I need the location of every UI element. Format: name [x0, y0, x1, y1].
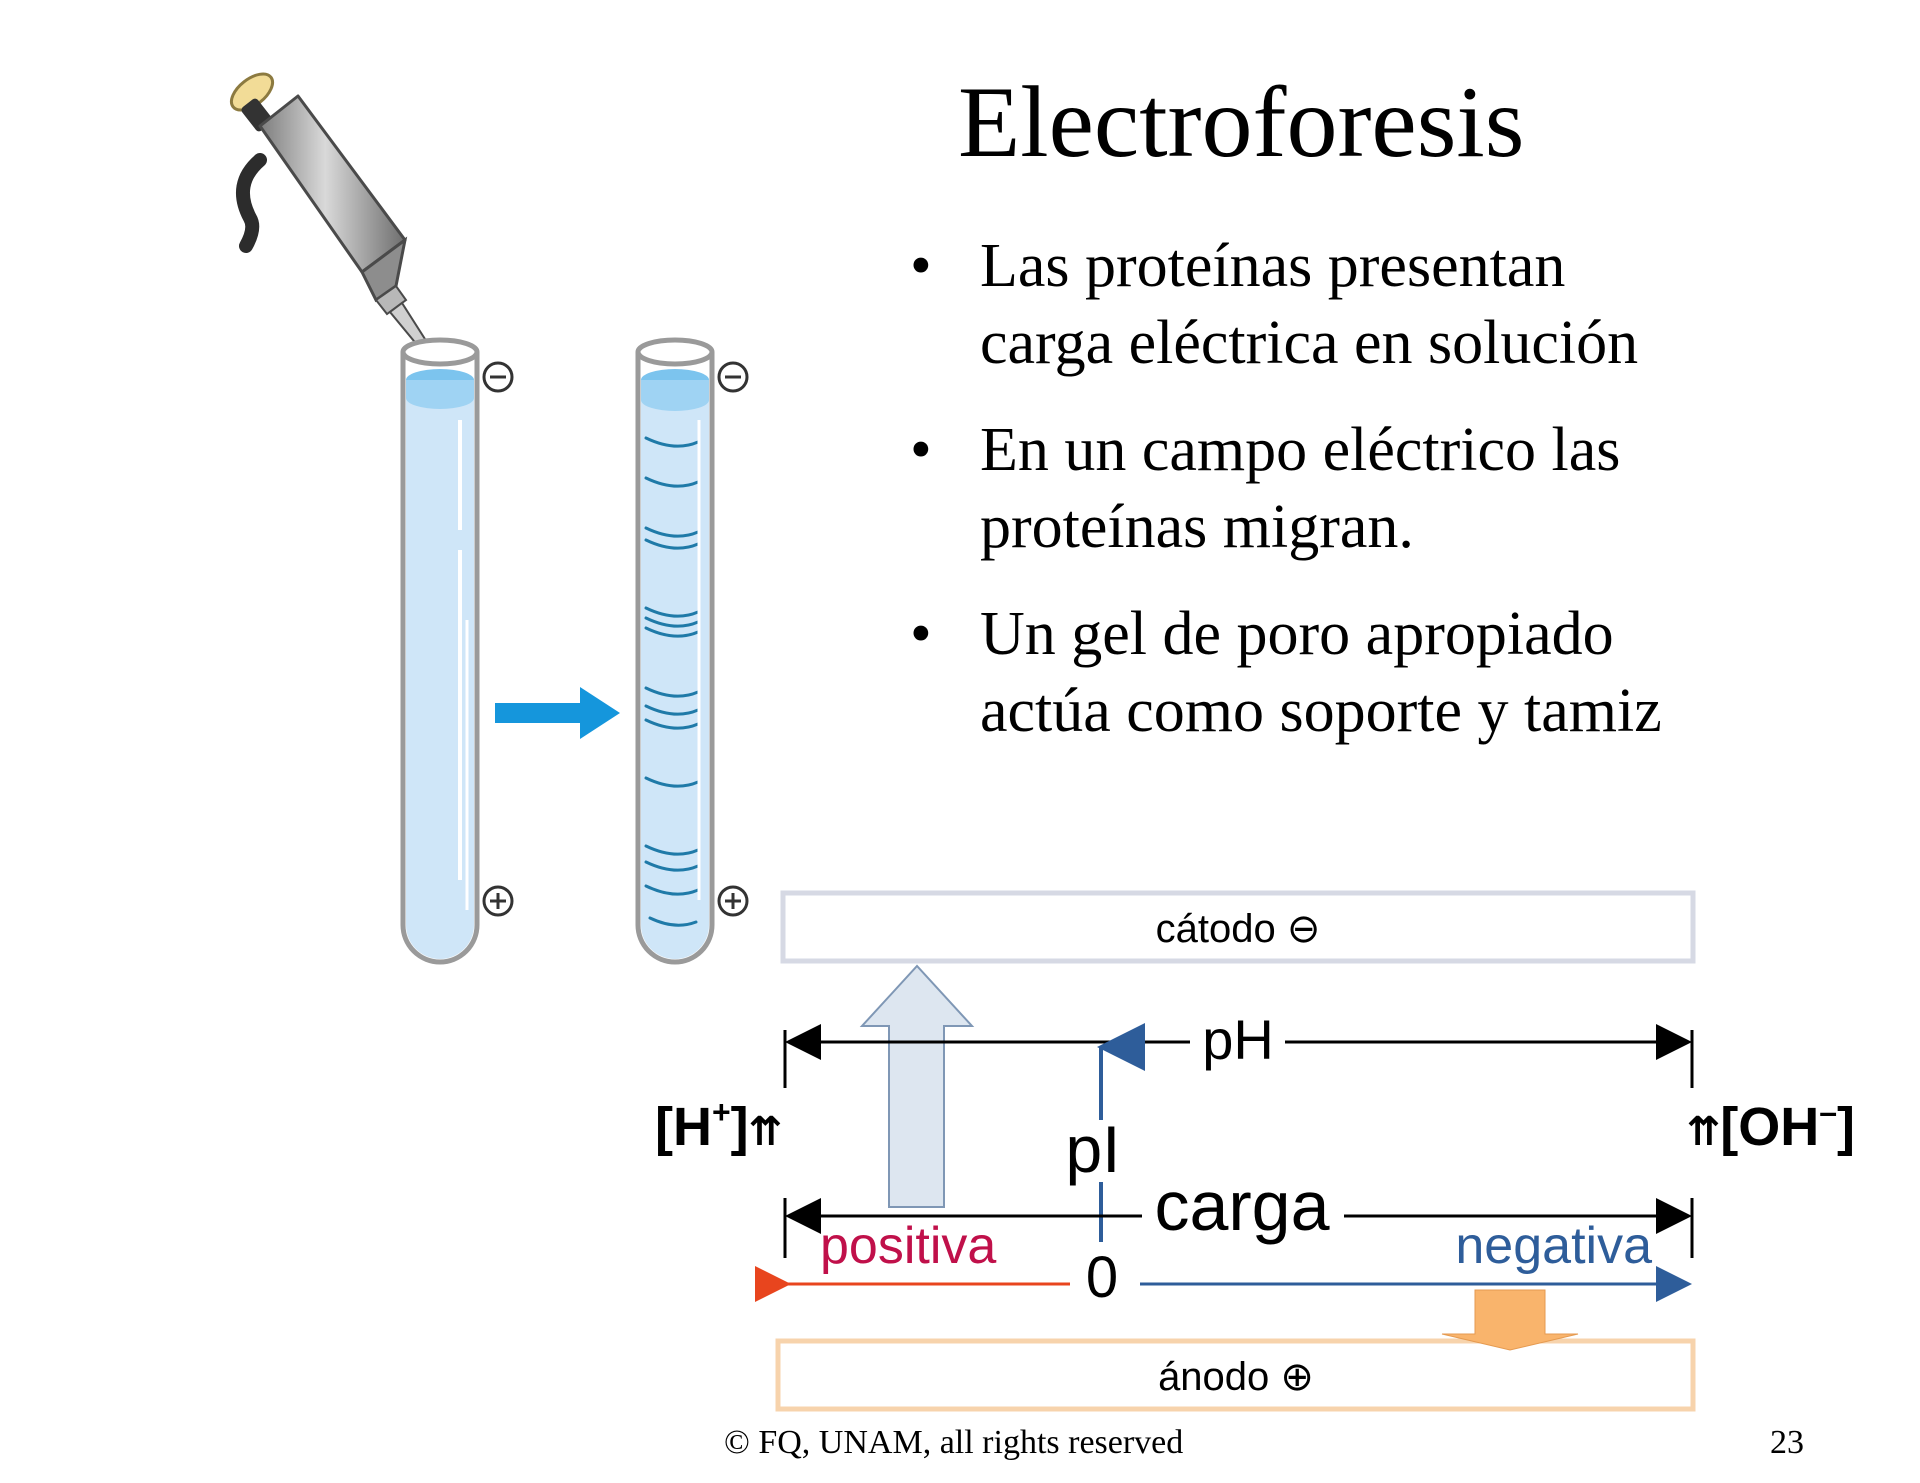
- test-tube-icon: [635, 337, 715, 965]
- bullet-line: carga eléctrica en solución: [980, 309, 1639, 377]
- ph-label: pH: [1202, 1008, 1274, 1071]
- bullet-line: Un gel de poro apropiado: [980, 600, 1614, 668]
- test-tube-icon: [400, 337, 480, 965]
- protein-bands: [644, 436, 700, 927]
- charge-label: carga: [1154, 1167, 1329, 1245]
- cathode-label: cátodo ⊖: [1156, 907, 1321, 951]
- positive-label: positiva: [820, 1217, 996, 1275]
- bullet-item: • Un gel de poro apropiado actúa como so…: [910, 596, 1662, 750]
- zero-label: 0: [1086, 1245, 1118, 1310]
- bullet-marker: •: [910, 232, 932, 300]
- bullet-item: • En un campo eléctrico las proteínas mi…: [910, 412, 1662, 566]
- micropipette-icon: [229, 72, 448, 377]
- down-arrow-icon: [1441, 1289, 1579, 1351]
- page-number: 23: [1770, 1424, 1804, 1461]
- bullet-item: • Las proteínas presentan carga eléctric…: [910, 228, 1662, 382]
- bullet-line: proteínas migran.: [980, 493, 1414, 561]
- bullet-line: En un campo eléctrico las: [980, 416, 1621, 484]
- bullet-list: • Las proteínas presentan carga eléctric…: [910, 228, 1662, 780]
- slide-title: Electroforesis: [958, 66, 1525, 179]
- negative-label: negativa: [1455, 1217, 1652, 1275]
- anode-box: [775, 1338, 1696, 1412]
- h-concentration-label: [H+]⇈: [655, 1094, 782, 1157]
- bullet-marker: •: [910, 416, 932, 484]
- bullet-marker: •: [910, 600, 932, 668]
- electrophoresis-illustration: [229, 72, 749, 965]
- right-arrow-icon: [495, 687, 620, 739]
- bullet-line: Las proteínas presentan: [980, 232, 1566, 300]
- bullet-line: actúa como soporte y tamiz: [980, 677, 1662, 745]
- anode-label: ánodo ⊕: [1158, 1355, 1314, 1399]
- copyright-footer: © FQ, UNAM, all rights reserved: [724, 1424, 1184, 1461]
- oh-concentration-label: ⇈[OH–]: [1687, 1094, 1855, 1157]
- pi-label: pI: [1065, 1112, 1120, 1186]
